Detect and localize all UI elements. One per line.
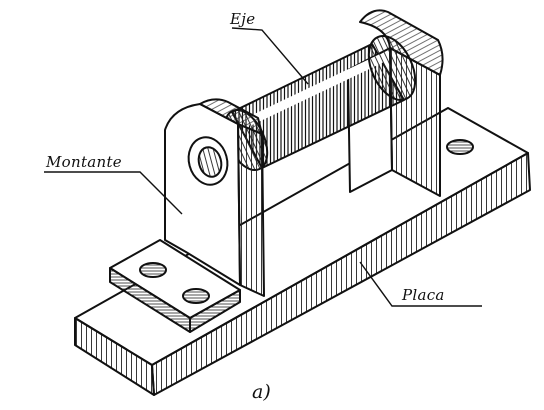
left-bolt-hole-rear <box>139 262 167 278</box>
left-bolt-hole-front <box>182 288 210 304</box>
upright-label: Montante <box>45 153 122 171</box>
left-upright <box>164 98 265 297</box>
left-upright-top <box>199 98 263 135</box>
shaft-label: Eje <box>229 10 255 28</box>
plate-label: Placa <box>401 286 445 304</box>
upright-leader-line <box>44 171 183 215</box>
plate-leader-line <box>359 261 482 307</box>
shaft-leader-line <box>231 27 309 85</box>
right-upright-top <box>359 9 444 76</box>
left-upright-side-face <box>237 123 265 297</box>
bearing-bore-inner <box>197 146 223 178</box>
shaft-rear-collar <box>367 35 417 101</box>
right-bolt-hole <box>446 139 474 155</box>
left-foot-boss <box>109 239 241 333</box>
figure-caption: a) <box>252 381 271 403</box>
base-plate-end-face <box>74 317 155 396</box>
left-boss-side-face <box>109 267 191 333</box>
